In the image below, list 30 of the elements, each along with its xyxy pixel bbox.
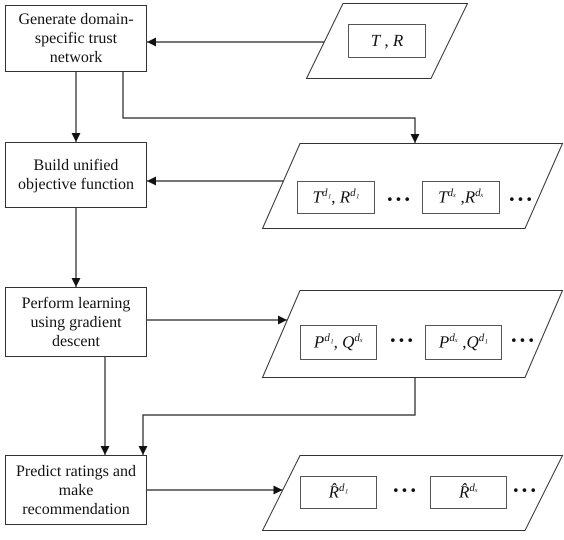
process-box: Perform learning using gradient descent bbox=[5, 287, 147, 357]
data-parallelogram bbox=[262, 290, 563, 378]
variable-box: R̂$^{dₓ}$ bbox=[430, 476, 507, 509]
ellipsis-dots: ••• bbox=[510, 334, 536, 349]
variable-box: R̂$^{d₁}$ bbox=[300, 476, 377, 509]
arrow bbox=[147, 316, 288, 324]
data-parallelogram bbox=[262, 455, 563, 531]
arrow bbox=[138, 378, 416, 455]
arrow bbox=[147, 38, 324, 46]
ellipsis-dots: ••• bbox=[512, 484, 538, 499]
data-parallelogram bbox=[306, 3, 468, 79]
process-box: Generate domain-specific trust network bbox=[5, 5, 147, 72]
data-parallelogram bbox=[262, 143, 563, 229]
arrow bbox=[100, 357, 110, 455]
variable-box: P$^{d₁}$, Q$^{dₓ}$ bbox=[300, 325, 377, 360]
arrow bbox=[147, 176, 284, 186]
ellipsis-dots: ••• bbox=[392, 484, 418, 499]
ellipsis-dots: ••• bbox=[386, 193, 412, 208]
variable-box: P$^{dₓ}$ ,Q$^{d₁}$ bbox=[425, 325, 502, 360]
process-box: Predict ratings and make recommendation bbox=[5, 455, 147, 525]
variable-box: T$^{d₁}$, R$^{d₁}$ bbox=[297, 181, 375, 214]
arrow bbox=[147, 486, 282, 494]
ellipsis-dots: ••• bbox=[389, 334, 416, 349]
arrow bbox=[122, 72, 420, 143]
variable-box: T$^{dₓ}$ ,R$^{dₓ}$ bbox=[422, 181, 500, 214]
ellipsis-dots: ••• bbox=[508, 193, 534, 208]
variable-box: T , R bbox=[348, 24, 426, 58]
process-box: Build unified objective function bbox=[5, 142, 147, 208]
arrow bbox=[72, 72, 80, 142]
arrow bbox=[72, 208, 80, 287]
